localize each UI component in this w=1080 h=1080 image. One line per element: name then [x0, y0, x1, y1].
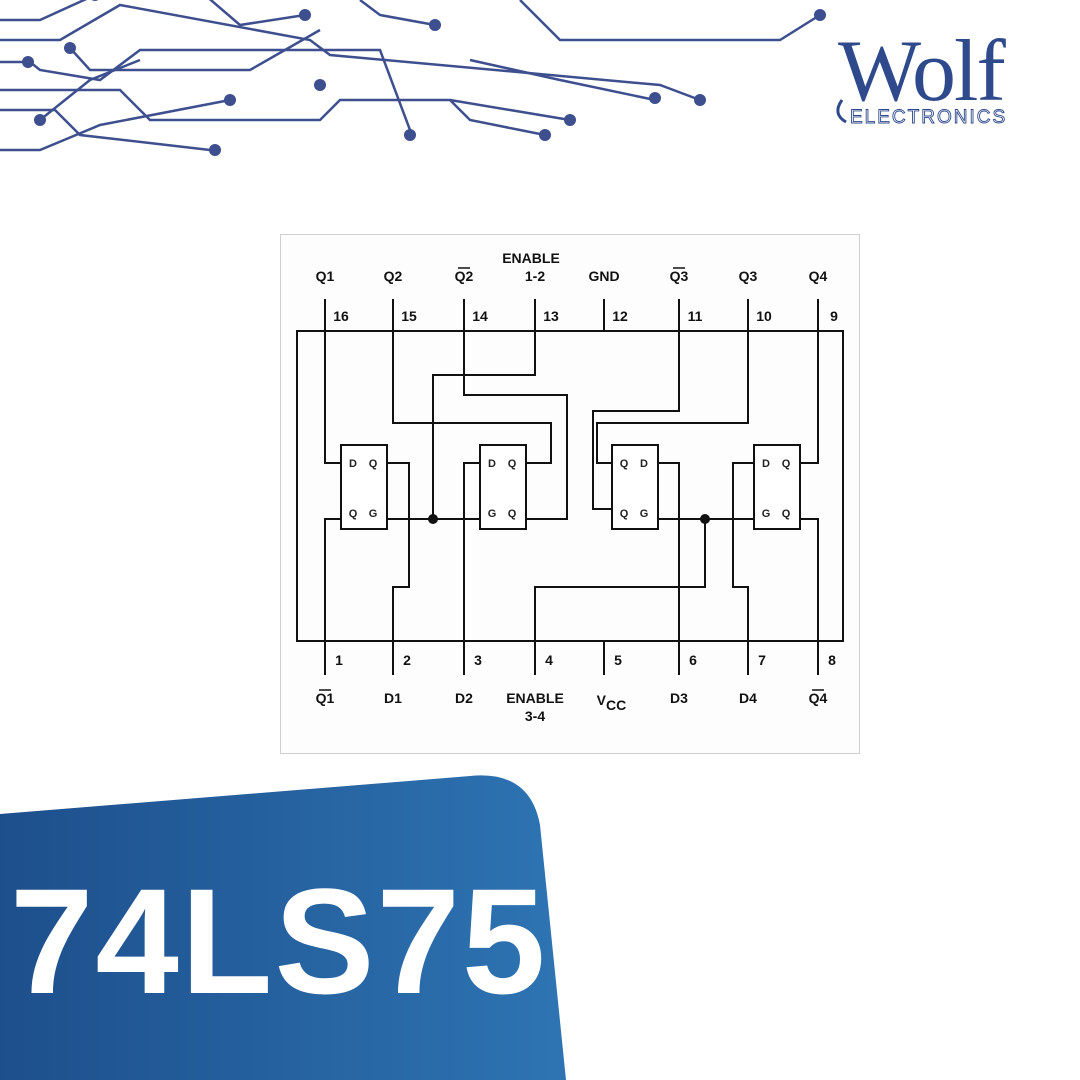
pin-number-14: 14 [472, 308, 488, 324]
pin-number-15: 15 [401, 308, 417, 324]
latch-pin-label: Q [782, 458, 791, 470]
latch-pin-label: Q [782, 508, 791, 520]
pin-label-12: GND [588, 268, 619, 284]
latch-pin-label: G [762, 508, 771, 520]
pin-label-14: Q2 [455, 268, 474, 284]
junction-dot [428, 514, 438, 524]
wire [463, 331, 568, 520]
latch-pin-label: Q [349, 508, 358, 520]
wire [534, 519, 706, 641]
latch-block-4 [753, 444, 801, 530]
pin-number-9: 9 [830, 308, 838, 324]
latch-pin-label: G [488, 508, 497, 520]
pin-label-9: Q4 [809, 268, 828, 284]
pin-label-5: V [597, 692, 607, 708]
junction-dot [700, 514, 710, 524]
pin-label-16: Q1 [316, 268, 335, 284]
wire [463, 462, 480, 641]
circuit-trace-decoration [0, 0, 826, 156]
wire [324, 518, 341, 641]
wire [387, 462, 410, 641]
wire [592, 331, 680, 510]
wire [800, 518, 819, 641]
latch-pin-label: Q [620, 458, 629, 470]
latch-pin-label: G [640, 508, 649, 520]
pin-label-13: 1-2 [525, 268, 545, 284]
pin-subscript-5: CC [606, 697, 626, 713]
latch-pin-label: D [762, 458, 770, 470]
wire [658, 462, 680, 641]
logo-tagline: ELECTRONICS [850, 107, 1007, 128]
latch-block-2 [479, 444, 527, 530]
latch-pin-label: Q [620, 508, 629, 520]
latch-block-3 [611, 444, 659, 530]
pin-label-10: Q3 [739, 268, 758, 284]
pin-number-2: 2 [403, 652, 411, 668]
wire [324, 331, 341, 464]
latch-pin-label: D [640, 458, 648, 470]
wire [596, 331, 749, 464]
pin-label-15: Q2 [384, 268, 403, 284]
pin-number-1: 1 [335, 652, 343, 668]
pin-number-13: 13 [543, 308, 559, 324]
latch-pin-label: Q [508, 458, 517, 470]
pin-label-2: D1 [384, 690, 402, 706]
ic-package-outline [296, 330, 844, 642]
part-number: 74LS75 [10, 857, 548, 1025]
pin-number-5: 5 [614, 652, 622, 668]
pin-label-1: Q1 [316, 690, 335, 706]
pin-number-6: 6 [689, 652, 697, 668]
pin-number-11: 11 [688, 308, 703, 324]
wire [432, 331, 536, 519]
wolf-electronics-logo: Wolf ELECTRONICS [836, 23, 1008, 128]
latch-pin-label: Q [508, 508, 517, 520]
logo-wordmark: Wolf [838, 23, 1006, 120]
pin-label-4: ENABLE [506, 690, 564, 706]
pin-label-6: D3 [670, 690, 688, 706]
wire [800, 331, 819, 464]
pin-label-11: Q3 [670, 268, 689, 284]
pin-sublabel-4: 3-4 [525, 708, 545, 724]
wire [392, 331, 552, 464]
latch-pin-label: D [349, 458, 357, 470]
pin-label-8: Q4 [809, 690, 828, 706]
wire [732, 462, 754, 641]
pin-label-3: D2 [455, 690, 473, 706]
latch-pin-label: D [488, 458, 496, 470]
pin-number-16: 16 [333, 308, 349, 324]
pin-number-3: 3 [474, 652, 482, 668]
latch-block-1 [340, 444, 388, 530]
pin-heading-13: ENABLE [502, 250, 560, 266]
pin-number-10: 10 [756, 308, 772, 324]
pin-label-7: D4 [739, 690, 757, 706]
pin-number-8: 8 [828, 652, 836, 668]
latch-pin-label: Q [369, 458, 378, 470]
pin-number-12: 12 [612, 308, 628, 324]
pinout-svg: 16Q115Q214Q2131-2ENABLE12GND11Q310Q39Q41… [296, 250, 844, 724]
pin-number-7: 7 [758, 652, 766, 668]
latch-pin-label: G [369, 508, 378, 520]
part-banner [0, 775, 566, 1080]
pin-number-4: 4 [545, 652, 553, 668]
